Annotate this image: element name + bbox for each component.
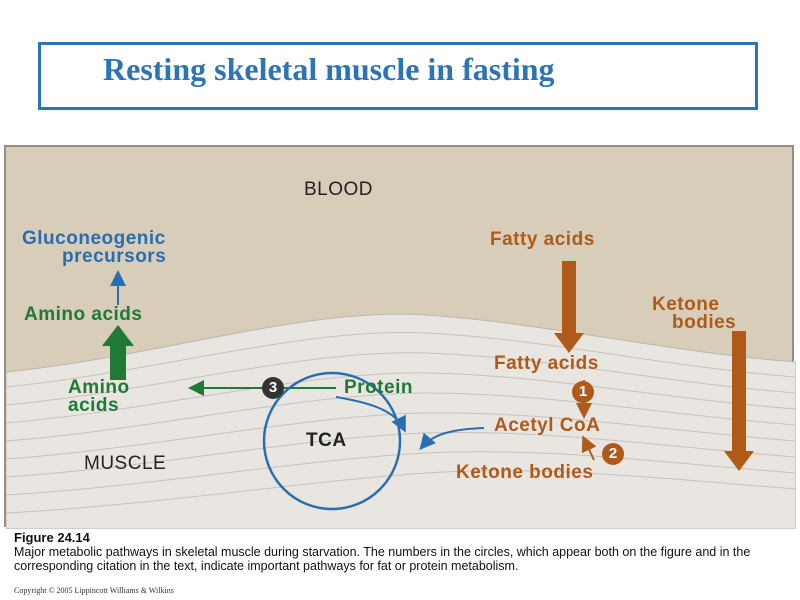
diagram-graphics [6, 261, 796, 529]
acetyl-coa-label: Acetyl CoA [494, 415, 601, 436]
ketone-bodies-muscle-label: Ketone bodies [456, 462, 594, 483]
ketone-bodies-blood-line1: Ketone [652, 294, 720, 315]
title-box: Resting skeletal muscle in fasting [38, 42, 758, 110]
metabolic-diagram: BLOOD MUSCLE Gluconeogenic precursors Am… [4, 145, 796, 529]
arrow-protein-to-tca [335, 396, 406, 433]
copyright-notice: Copyright © 2005 Lippincott Williams & W… [14, 586, 174, 595]
pathway-badge-1: 1 [572, 381, 594, 403]
arrow-ketone-to-acetyl [581, 435, 597, 461]
tca-label: TCA [306, 430, 347, 451]
pathway-badge-3: 3 [262, 377, 284, 399]
amino-acids-muscle-line2: acids [68, 395, 120, 416]
caption-text: Major metabolic pathways in skeletal mus… [14, 545, 751, 573]
blood-label: BLOOD [304, 179, 374, 200]
slide-title: Resting skeletal muscle in fasting [103, 51, 555, 87]
figure-caption: Figure 24.14 Major metabolic pathways in… [14, 530, 794, 573]
muscle-label: MUSCLE [84, 453, 167, 474]
protein-label: Protein [344, 377, 413, 398]
amino-acids-blood-label: Amino acids [24, 304, 143, 325]
ketone-bodies-blood-line2: bodies [672, 312, 737, 333]
tca-circle [262, 371, 402, 511]
fatty-acids-muscle-label: Fatty acids [494, 353, 599, 374]
fatty-acids-blood-label: Fatty acids [490, 229, 595, 250]
muscle-fibers [6, 331, 796, 514]
arrow-acetyl-to-tca [419, 427, 485, 451]
gluconeogenic-label-line1: Gluconeogenic [22, 228, 166, 249]
arrow-amino-export [102, 325, 134, 380]
amino-acids-muscle-line1: Amino [68, 377, 130, 398]
arrow-ketone-export [724, 331, 754, 471]
pathway-badge-2: 2 [602, 443, 624, 465]
gluconeogenic-label-line2: precursors [62, 246, 167, 267]
arrow-fatty-acids-uptake [554, 261, 584, 353]
figure-number: Figure 24.14 [14, 530, 90, 545]
